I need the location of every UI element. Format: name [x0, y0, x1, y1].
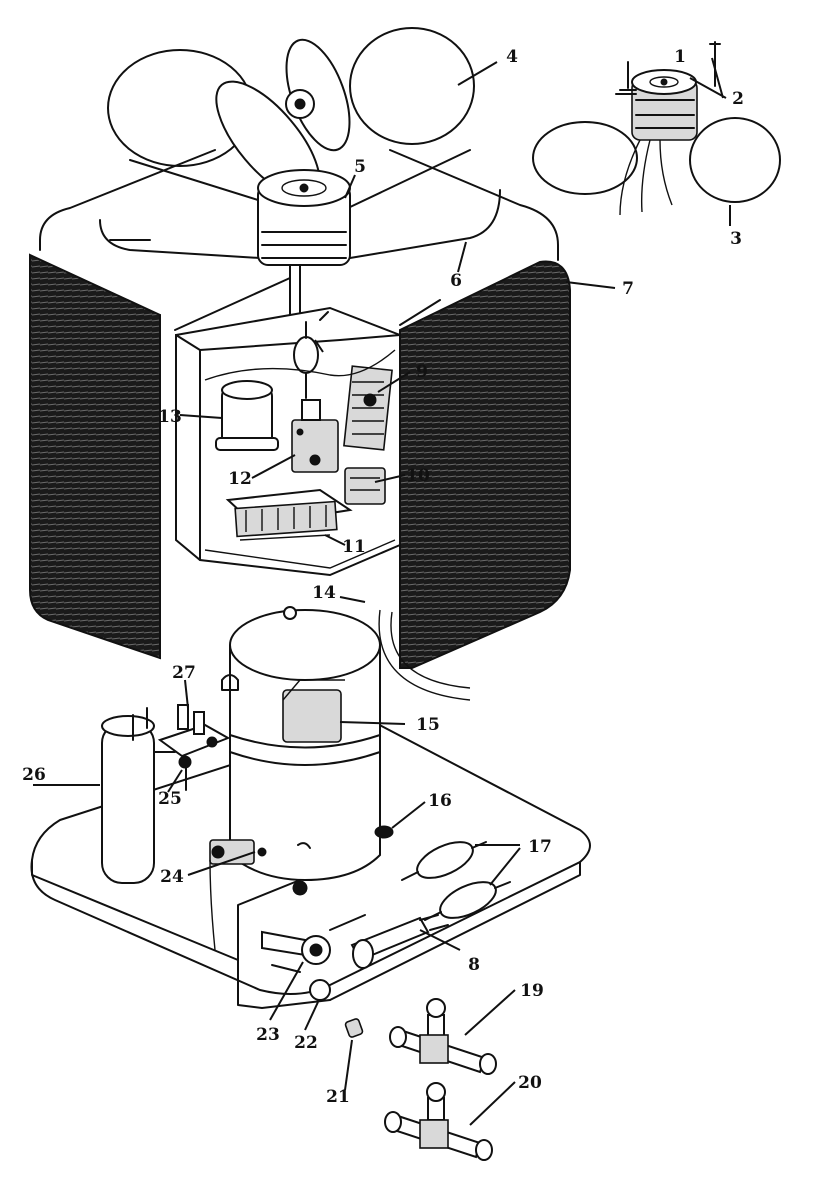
callout-26: 26 — [22, 765, 46, 785]
callout-3: 3 — [730, 229, 742, 249]
cabinet-top-panel — [39, 149, 559, 331]
callout-10: 10 — [406, 466, 430, 486]
callout-7: 7 — [622, 279, 634, 299]
callout-14: 14 — [312, 583, 336, 603]
callout-9: 9 — [416, 362, 428, 382]
terminal-block — [225, 488, 353, 541]
callout-20: 20 — [518, 1073, 542, 1093]
capacitor — [215, 380, 279, 451]
mounting-grommet — [374, 825, 394, 839]
callout-21: 21 — [326, 1087, 350, 1107]
fan-motor — [99, 149, 501, 331]
callout-17: 17 — [528, 837, 552, 857]
access-plug — [344, 1018, 364, 1038]
condenser-coil-right — [399, 260, 571, 669]
callout-12: 12 — [228, 469, 252, 489]
callout-6: 6 — [450, 271, 462, 291]
suction-line-tubes — [378, 609, 471, 701]
leader-lines — [33, 57, 731, 1126]
service-valve-upper — [389, 998, 497, 1075]
contactor — [291, 399, 339, 473]
callout-24: 24 — [160, 867, 184, 887]
callout-2: 2 — [732, 89, 744, 109]
callout-8: 8 — [468, 955, 480, 975]
strainer — [329, 914, 449, 969]
service-valve-lower — [384, 1082, 493, 1161]
callout-1: 1 — [674, 47, 686, 67]
callout-27: 27 — [172, 663, 196, 683]
callout-4: 4 — [506, 47, 518, 67]
callout-25: 25 — [158, 789, 182, 809]
service-valve-assembly — [261, 930, 331, 1001]
fuse-holder — [293, 311, 329, 399]
condenser-coil-left — [29, 253, 161, 660]
fan-motor-assembly-small — [532, 41, 781, 216]
callout-16: 16 — [428, 791, 452, 811]
callout-5: 5 — [354, 157, 366, 177]
start-relay — [344, 467, 386, 505]
callout-19: 19 — [520, 981, 544, 1001]
callout-22: 22 — [294, 1033, 318, 1053]
callout-13: 13 — [158, 407, 182, 427]
reversing-valve — [157, 704, 231, 791]
compressor — [221, 606, 381, 896]
callout-11: 11 — [342, 537, 366, 557]
control-wiring — [204, 349, 396, 381]
callout-15: 15 — [416, 715, 440, 735]
callout-23: 23 — [256, 1025, 280, 1045]
filter-drier-upper — [401, 841, 487, 881]
circuit-board — [343, 365, 393, 451]
callout-labels: 1 2 3 4 5 6 7 8 9 10 11 12 13 14 15 16 1… — [22, 47, 744, 1107]
accumulator — [101, 707, 176, 884]
